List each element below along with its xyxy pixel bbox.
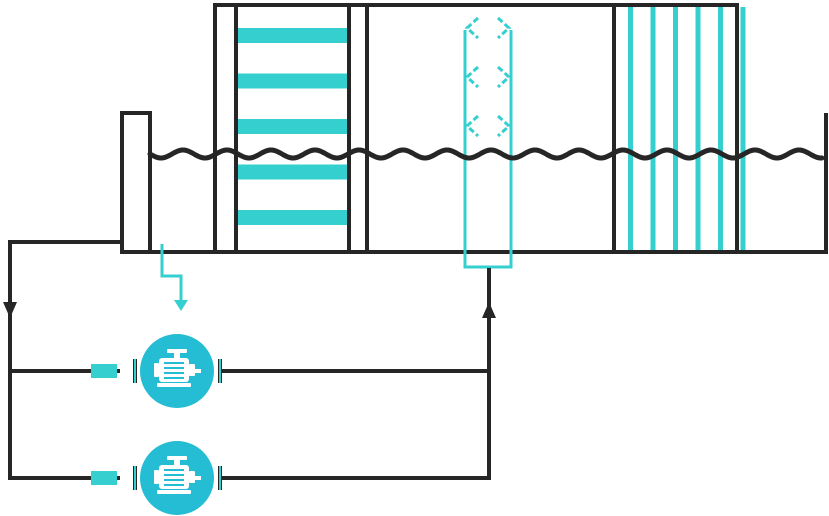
- pump-coupling: [91, 364, 117, 378]
- flow-arrow-inlet: [160, 244, 183, 302]
- tank-left-wall: [120, 111, 152, 254]
- piping-network: [8, 240, 491, 480]
- flow-arrow-inlet-head: [174, 300, 188, 311]
- pump-flange-highlight: [134, 466, 136, 490]
- vertical-plate: [673, 7, 678, 250]
- water-surface-wave: [147, 147, 825, 161]
- aeration-chevron-right: [496, 16, 512, 40]
- tank-enclosure: [213, 3, 739, 254]
- horizontal-plate: [238, 210, 347, 225]
- aeration-chevron-right: [496, 65, 512, 89]
- horizontal-plate: [238, 73, 347, 89]
- flow-arrow-down-left: [3, 302, 17, 318]
- horizontal-plate: [238, 119, 347, 134]
- horizontal-plate-pack: [238, 28, 347, 225]
- water-tank: [120, 3, 828, 254]
- aeration-chevron-left: [464, 65, 480, 89]
- flow-arrow-up-return: [482, 302, 496, 318]
- aeration-column: [463, 16, 513, 269]
- motor-icon: [154, 349, 201, 387]
- pump-flange-highlight: [134, 359, 136, 383]
- pump-flange-highlight: [219, 466, 221, 490]
- aeration-column-body: [463, 30, 513, 269]
- pump-coupling: [91, 471, 117, 485]
- vertical-plate-pack: [628, 7, 746, 250]
- vertical-plate: [695, 7, 701, 250]
- pump-lower[interactable]: [91, 441, 222, 515]
- horizontal-plate: [238, 164, 347, 180]
- motor-icon: [154, 456, 201, 494]
- outlet-pipe: [8, 240, 124, 480]
- pump-flange-highlight: [219, 359, 221, 383]
- vertical-plate: [740, 7, 746, 250]
- aeration-chevron-left: [464, 114, 480, 138]
- horizontal-plate: [238, 28, 347, 43]
- aeration-chevron-right: [496, 114, 512, 138]
- pump-upper[interactable]: [91, 334, 222, 408]
- vertical-plate: [718, 7, 723, 250]
- aeration-chevron-left: [464, 16, 480, 40]
- vertical-plate: [650, 7, 656, 250]
- vertical-plate: [628, 7, 633, 250]
